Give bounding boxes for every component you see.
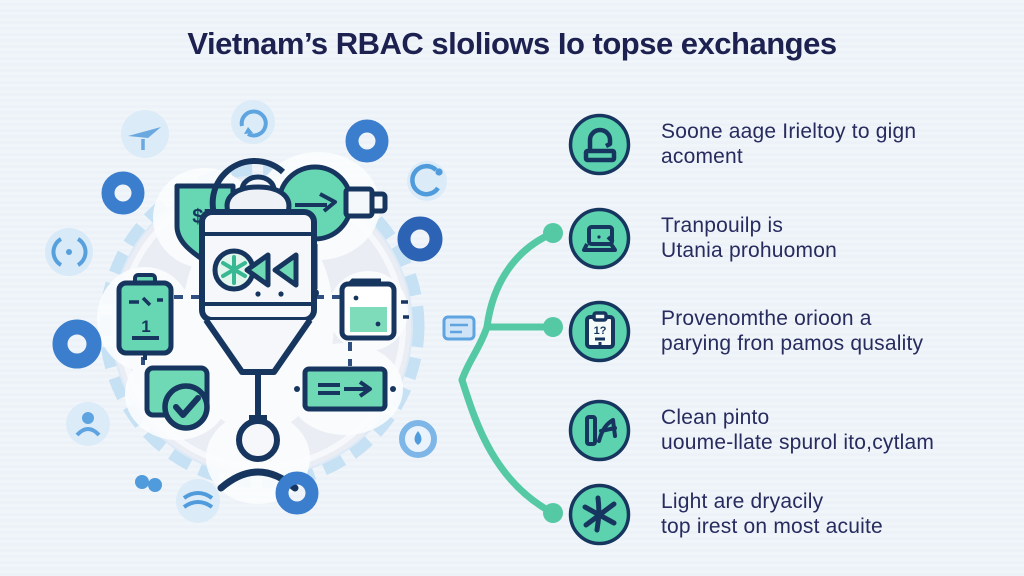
c-curve-icon: [407, 161, 447, 201]
list-item-line: top irest on most acuite: [661, 515, 883, 538]
wave-icon: [176, 479, 220, 523]
drop-ring-icon: [399, 420, 437, 458]
person-lite-icon: [66, 402, 110, 446]
list-item-line: Provenomthe orioon a: [661, 307, 872, 330]
list-item-line: Tranpouilp is: [661, 214, 784, 237]
blue-donuts: [52, 119, 443, 515]
list-item-line: Soone aage Irieltoy to gign: [661, 120, 917, 143]
svg-text:1: 1: [141, 317, 150, 336]
list-item: Light are dryacily top irest on most acu…: [568, 482, 883, 546]
connector-dots: [543, 223, 563, 523]
lock-icon: [568, 113, 631, 176]
list-item: Soone aage Irieltoy to gign acoment: [568, 112, 916, 176]
refresh-icon: [231, 100, 275, 144]
page-title: Vietnam’s RBAC sloliows Io topse exchang…: [187, 26, 837, 61]
list-item-line: Utania prohuomon: [661, 239, 837, 262]
flag-icon: [568, 399, 631, 462]
plane-icon: [121, 110, 169, 158]
list-item: 1? Provenomthe orioon a parying fron pam…: [568, 299, 923, 363]
list-item-line: Light are dryacily: [661, 490, 824, 513]
banner-arrows-icon: [294, 366, 396, 412]
card-lite-icon: [442, 315, 476, 341]
folder-icon: [339, 278, 409, 341]
card-check-icon: [144, 365, 210, 431]
list-item-line: uoume-llate spurol ito,cytlam: [661, 431, 935, 454]
asterisk-icon: [568, 483, 631, 546]
id-badge-icon: 1: [116, 273, 174, 360]
dots-icon: [135, 475, 162, 492]
brace-connector: [458, 223, 563, 523]
clipboard-icon: 1?: [568, 300, 631, 363]
list-item: Tranpouilp is Utania prohuomon: [568, 206, 837, 270]
mixer-jar-icon: [199, 174, 317, 421]
list-item-line: Clean pinto: [661, 406, 770, 429]
brackets-icon: [45, 228, 93, 276]
laptop-icon: [568, 207, 631, 270]
svg-text:1?: 1?: [594, 325, 607, 337]
list-item-line: acoment: [661, 145, 743, 168]
list-item: Clean pinto uoume-llate spurol ito,cytla…: [568, 398, 934, 462]
list-item-line: parying fron pamos qusality: [661, 332, 924, 355]
process-gear-diagram: $B 1: [45, 100, 476, 523]
person-icon: [217, 418, 299, 492]
